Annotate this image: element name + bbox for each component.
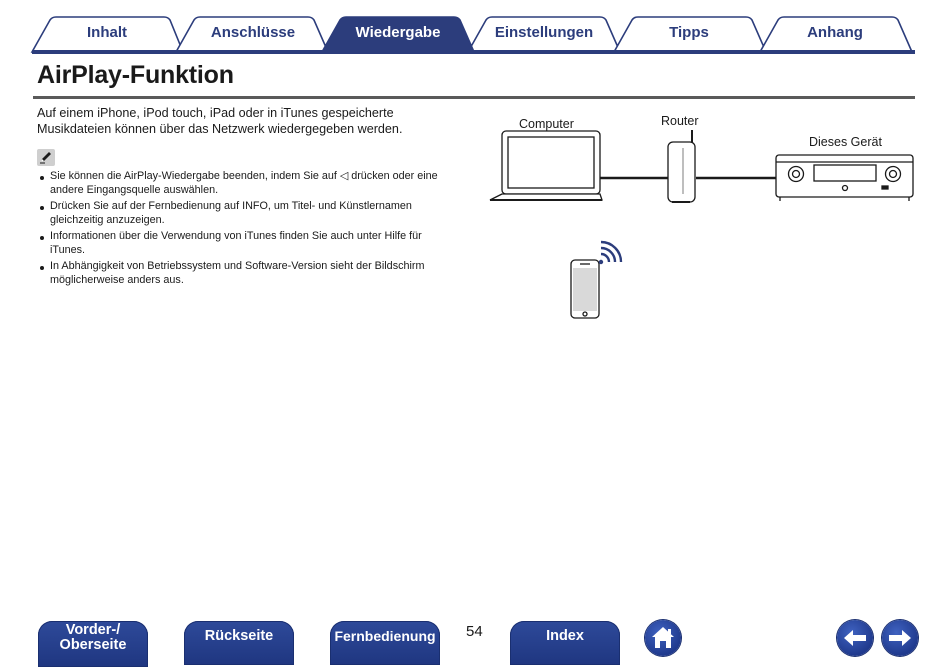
back-button[interactable] xyxy=(837,620,873,656)
front-panel-label-line2: Oberseite xyxy=(59,637,127,653)
note-line: Drücken Sie auf der Fernbedienung auf IN… xyxy=(50,200,412,212)
intro-line: Musikdateien können über das Netzwerk wi… xyxy=(37,122,403,136)
computer-label: Computer xyxy=(519,117,574,131)
tab-shape-anhang xyxy=(758,16,914,53)
diagram-drawing xyxy=(489,130,914,319)
tab-inhalt[interactable]: Inhalt xyxy=(87,24,127,41)
note-line: möglicherweise anders aus. xyxy=(50,273,184,286)
tab-shape-anschluesse xyxy=(174,16,330,53)
router-label: Router xyxy=(661,114,699,128)
intro-line: Auf einem iPhone, iPod touch, iPad oder … xyxy=(37,106,394,120)
tab-bar: Inhalt Anschlüsse Wiedergabe Einstellung… xyxy=(0,0,950,56)
arrow-left-icon xyxy=(844,630,866,646)
note-line: In Abhängigkeit von Betriebssystem und S… xyxy=(50,260,425,272)
remote-button[interactable]: Fernbedienung xyxy=(330,621,440,665)
tab-baseline xyxy=(32,50,915,54)
tab-shape-inhalt xyxy=(30,16,185,53)
page-number: 54 xyxy=(466,623,483,640)
tab-einstellungen[interactable]: Einstellungen xyxy=(494,24,594,41)
note-item: Sie können die AirPlay-Wiedergabe beende… xyxy=(37,170,462,197)
laptop-icon xyxy=(489,130,603,201)
note-line: gleichzeitig anzuzeigen. xyxy=(50,213,165,226)
note-line: Sie können die AirPlay-Wiedergabe beende… xyxy=(50,170,438,182)
index-label: Index xyxy=(546,628,584,644)
iphone-icon xyxy=(570,259,600,319)
note-item: In Abhängigkeit von Betriebssystem und S… xyxy=(37,260,462,287)
pencil-note-icon xyxy=(37,149,55,166)
index-button[interactable]: Index xyxy=(510,621,620,665)
device-label: Dieses Gerät xyxy=(809,135,882,149)
page-title: AirPlay-Funktion xyxy=(37,61,234,89)
airplay-diagram: Computer Router Dieses Gerät xyxy=(480,108,920,328)
front-panel-label-line1: Vorder-/ xyxy=(65,622,121,638)
tab-shape-wiedergabe xyxy=(320,16,476,53)
remote-label: Fernbedienung xyxy=(334,628,436,644)
tab-shape-einstellungen xyxy=(466,16,622,53)
router-icon xyxy=(667,130,696,203)
front-panel-button[interactable]: Vorder-/ Oberseite xyxy=(38,621,148,667)
tab-shapes xyxy=(30,16,915,54)
av-receiver-icon xyxy=(775,154,914,201)
title-rule xyxy=(33,96,915,99)
rear-panel-label: Rückseite xyxy=(204,628,274,644)
tab-tipps[interactable]: Tipps xyxy=(669,24,709,41)
arrow-right-icon xyxy=(889,630,911,646)
wifi-signal-icon xyxy=(598,240,623,265)
note-line: andere Eingangsquelle auswählen. xyxy=(50,183,219,196)
tab-shape-tipps xyxy=(612,16,768,53)
tab-anschluesse[interactable]: Anschlüsse xyxy=(210,24,296,41)
note-line: Informationen über die Verwendung von iT… xyxy=(50,230,422,242)
note-line: iTunes. xyxy=(50,243,86,256)
home-button[interactable] xyxy=(645,620,681,656)
intro-text: Auf einem iPhone, iPod touch, iPad oder … xyxy=(37,105,457,137)
tab-wiedergabe[interactable]: Wiedergabe xyxy=(355,24,441,41)
notes-list: Sie können die AirPlay-Wiedergabe beende… xyxy=(37,170,462,290)
tab-anhang[interactable]: Anhang xyxy=(807,24,863,41)
note-item: Drücken Sie auf der Fernbedienung auf IN… xyxy=(37,200,462,227)
rear-panel-button[interactable]: Rückseite xyxy=(184,621,294,665)
home-icon xyxy=(652,627,674,648)
note-item: Informationen über die Verwendung von iT… xyxy=(37,230,462,257)
forward-button[interactable] xyxy=(882,620,918,656)
